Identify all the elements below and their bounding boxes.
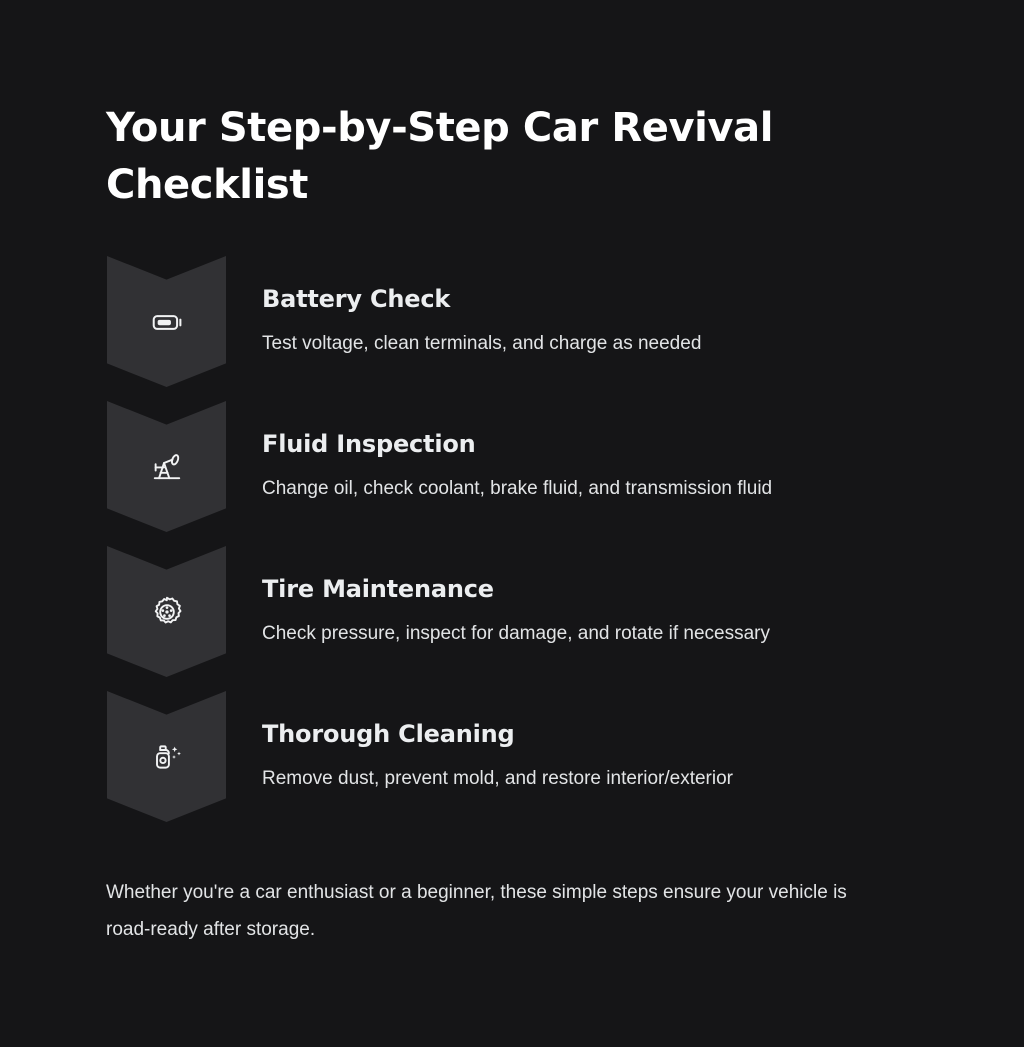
checklist-item: Fluid Inspection Change oil, check coola… (0, 401, 1024, 546)
step-title: Tire Maintenance (262, 575, 494, 603)
step-badge (107, 401, 226, 532)
step-description: Check pressure, inspect for damage, and … (262, 623, 770, 644)
step-badge (107, 256, 226, 387)
step-title: Fluid Inspection (262, 430, 476, 458)
step-title: Thorough Cleaning (262, 720, 515, 748)
step-text-block: Tire Maintenance Check pressure, inspect… (262, 574, 982, 647)
battery-icon (150, 305, 184, 339)
step-description: Test voltage, clean terminals, and charg… (262, 333, 702, 354)
step-text-block: Thorough Cleaning Remove dust, prevent m… (262, 719, 982, 792)
step-description: Change oil, check coolant, brake fluid, … (262, 478, 773, 499)
checklist-item: Battery Check Test voltage, clean termin… (0, 256, 1024, 401)
checklist-item: Tire Maintenance Check pressure, inspect… (0, 546, 1024, 691)
step-text-block: Battery Check Test voltage, clean termin… (262, 284, 982, 357)
step-badge (107, 691, 226, 822)
checklist-item: Thorough Cleaning Remove dust, prevent m… (0, 691, 1024, 836)
spray-bottle-sparkle-icon (150, 740, 184, 774)
tire-icon (150, 595, 184, 629)
step-badge (107, 546, 226, 677)
page-title: Your Step-by-Step Car Revival Checklist (106, 105, 774, 208)
step-text-block: Fluid Inspection Change oil, check coola… (262, 429, 982, 502)
step-description: Remove dust, prevent mold, and restore i… (262, 768, 733, 789)
checklist: Battery Check Test voltage, clean termin… (0, 256, 1024, 836)
oil-pumpjack-icon (150, 450, 184, 484)
step-title: Battery Check (262, 285, 451, 313)
closing-note: Whether you're a car enthusiast or a beg… (106, 882, 847, 940)
